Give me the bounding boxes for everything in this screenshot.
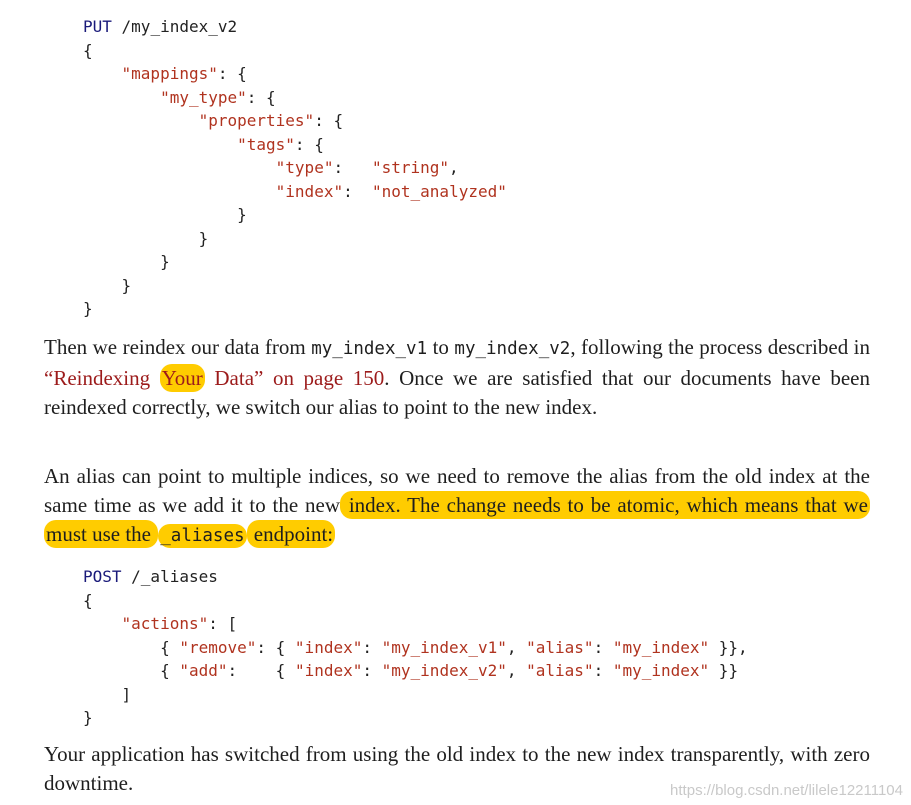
text-run: , following the process described in <box>570 335 870 359</box>
json-key: "type" <box>275 158 334 177</box>
request-path: /_aliases <box>121 567 218 586</box>
json-value: "not_analyzed" <box>372 181 507 201</box>
json-key: "remove" <box>179 637 257 657</box>
json-key: "tags" <box>237 134 295 154</box>
json-key: "alias" <box>526 637 594 657</box>
text-run: to <box>427 335 455 359</box>
inline-code: my_index_v2 <box>454 339 571 359</box>
json-value: "my_index" <box>612 637 710 657</box>
highlighted-inline-code: _aliases <box>158 524 247 548</box>
paragraph-alias: An alias can point to multiple indices, … <box>44 462 870 551</box>
text-run: Then we reindex our data from <box>44 335 312 359</box>
inline-code: my_index_v1 <box>311 339 428 359</box>
json-value: "string" <box>371 158 450 177</box>
json-value: "my_index_v1" <box>381 637 507 657</box>
cross-reference-link-start[interactable]: “Reindexing <box>44 366 160 390</box>
json-key: "my_type" <box>160 87 247 107</box>
text-run: An alias can point to multiple indices, … <box>44 464 870 517</box>
json-key: "properties" <box>198 111 315 130</box>
paragraph-reindex: Then we reindex our data from my_index_v… <box>44 333 870 422</box>
brace: } <box>83 299 93 318</box>
code-block-post-aliases: POST /_aliases { "actions": [ { "remove"… <box>83 567 748 727</box>
json-key: "mappings" <box>121 64 218 83</box>
paragraph-result: Your application has switched from using… <box>44 742 870 795</box>
json-key: "actions" <box>121 614 209 633</box>
http-method: PUT <box>83 17 112 36</box>
json-key: "alias" <box>526 661 594 680</box>
json-key: "index" <box>275 181 344 201</box>
code-block-put-mapping: PUT /my_index_v2 { "mappings": { "my_typ… <box>83 17 507 318</box>
watermark: https://blog.csdn.net/lilele12211104 <box>670 782 903 799</box>
json-key: "index" <box>294 661 363 680</box>
text-run: . Once we are satisfied that our documen… <box>44 366 870 419</box>
http-method: POST <box>83 567 122 586</box>
cross-reference-link-end[interactable]: Data” on page 150 <box>204 366 385 390</box>
highlighted-text: endpoint: <box>246 520 336 548</box>
brace: { <box>83 590 93 610</box>
highlighted-word[interactable]: Your <box>159 364 205 392</box>
brace: { <box>83 40 93 60</box>
json-value: "my_index_v2" <box>381 661 507 680</box>
json-key: "add" <box>179 661 228 680</box>
json-value: "my_index" <box>612 661 710 680</box>
brace: } <box>83 708 93 727</box>
request-path: /my_index_v2 <box>111 17 238 36</box>
json-key: "index" <box>294 637 363 657</box>
